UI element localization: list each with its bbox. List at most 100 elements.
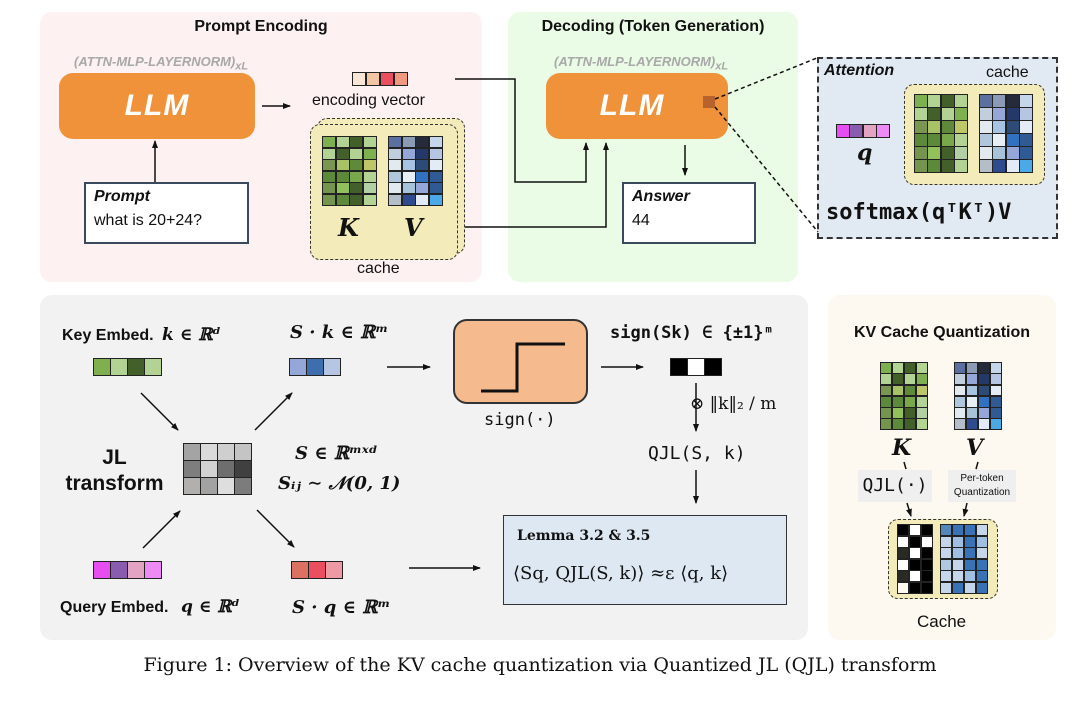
matrix-cell (966, 408, 978, 418)
decoding-layer-label-text: (ATTN-MLP-LAYERNORM) (554, 54, 716, 69)
matrix-cell (366, 73, 380, 85)
matrix-cell (324, 359, 340, 375)
matrix-cell (898, 525, 909, 536)
decoding-layer-label: (ATTN-MLP-LAYERNORM)xL (554, 54, 728, 73)
matrix-cell (389, 137, 402, 148)
matrix-cell (353, 73, 366, 85)
matrix-cell (966, 374, 978, 384)
matrix-cell (336, 183, 349, 194)
prompt-cache-label: cache (357, 260, 400, 277)
matrix-cell (881, 396, 892, 407)
matrix-cell (980, 147, 992, 159)
matrix-cell (363, 194, 376, 205)
matrix-cell (323, 171, 336, 182)
matrix-cell (955, 95, 967, 107)
matrix-cell (380, 73, 394, 85)
decoding-title: Decoding (Token Generation) (541, 18, 765, 35)
s-distribution: Sᵢⱼ ∼ 𝒩(0, 1) (278, 473, 401, 494)
matrix-cell (952, 582, 964, 593)
matrix-cell (429, 194, 442, 205)
key-embed-math: k ∈ ℝᵈ (162, 325, 221, 345)
norm-scale-label: ⊗ ‖k‖₂ / m (690, 394, 777, 414)
prompt-text: what is 20+24? (94, 212, 203, 229)
matrix-cell (394, 73, 407, 85)
prompt-encoding-title: Prompt Encoding (194, 18, 328, 35)
matrix-cell (928, 147, 941, 159)
matrix-cell (990, 408, 1001, 418)
matrix-cell (915, 108, 927, 120)
matrix-cell (898, 536, 909, 547)
matrix-cell (976, 559, 987, 570)
matrix-cell (416, 183, 429, 194)
matrix-cell (921, 582, 932, 593)
matrix-cell (326, 562, 342, 578)
matrix-cell (966, 385, 978, 396)
matrix-cell (916, 363, 927, 373)
matrix-cell (416, 171, 429, 182)
matrix-cell (184, 461, 200, 477)
matrix-cell (964, 559, 976, 570)
matrix-cell (881, 363, 892, 373)
jl-label-line2: transform (65, 472, 164, 495)
layer-label: (ATTN-MLP-LAYERNORM)xL (74, 54, 248, 73)
matrix-cell (705, 359, 721, 375)
kv-quant-v-label: V (966, 435, 984, 461)
matrix-cell (966, 396, 978, 407)
sign-output-label: sign(Sk) ∈ {±1}ᵐ (610, 323, 774, 343)
matrix-cell (921, 536, 932, 547)
matrix-cell (429, 171, 442, 182)
jl-transform-label: JL transform (62, 445, 167, 497)
matrix-cell (980, 134, 992, 146)
jl-matrix-S (183, 443, 252, 495)
value-cache-matrix (388, 136, 443, 206)
matrix-cell (980, 160, 992, 172)
llm-encoder-block: LLM (59, 73, 255, 139)
matrix-cell (955, 419, 966, 429)
matrix-cell (941, 95, 954, 107)
attention-value-matrix (979, 94, 1033, 173)
matrix-cell (881, 419, 892, 429)
matrix-cell (128, 562, 144, 578)
llm-decoder-block: LLM (546, 73, 728, 139)
matrix-cell (892, 419, 904, 429)
matrix-cell (955, 134, 967, 146)
lemma-box (503, 515, 787, 605)
sk-label: S · k ∈ ℝᵐ (290, 322, 389, 343)
matrix-cell (941, 582, 952, 593)
matrix-cell (964, 525, 976, 536)
query-embedding-vector (93, 561, 162, 579)
matrix-cell (363, 160, 376, 171)
matrix-cell (850, 125, 863, 137)
quantized-key-matrix (897, 524, 933, 594)
matrix-cell (429, 137, 442, 148)
matrix-cell (881, 374, 892, 384)
prompt-box: Prompt what is 20+24? (84, 182, 249, 244)
matrix-cell (389, 183, 402, 194)
matrix-cell (955, 108, 967, 120)
matrix-cell (941, 108, 954, 120)
matrix-cell (909, 548, 921, 559)
matrix-cell (941, 121, 954, 133)
matrix-cell (350, 148, 363, 159)
sign-function-box (453, 319, 588, 404)
matrix-cell (978, 419, 990, 429)
matrix-cell (909, 525, 921, 536)
matrix-cell (964, 571, 976, 582)
matrix-cell (928, 108, 941, 120)
matrix-cell (145, 562, 161, 578)
matrix-cell (429, 183, 442, 194)
matrix-cell (915, 160, 927, 172)
matrix-cell (941, 548, 952, 559)
matrix-cell (904, 419, 916, 429)
matrix-cell (429, 148, 442, 159)
matrix-cell (909, 582, 921, 593)
matrix-cell (993, 108, 1006, 120)
matrix-cell (952, 571, 964, 582)
matrix-cell (904, 385, 916, 396)
matrix-cell (952, 559, 964, 570)
matrix-cell (955, 374, 966, 384)
matrix-cell (1006, 121, 1019, 133)
quantized-cache-label: Cache (917, 612, 967, 631)
matrix-cell (218, 444, 234, 460)
matrix-cell (978, 374, 990, 384)
